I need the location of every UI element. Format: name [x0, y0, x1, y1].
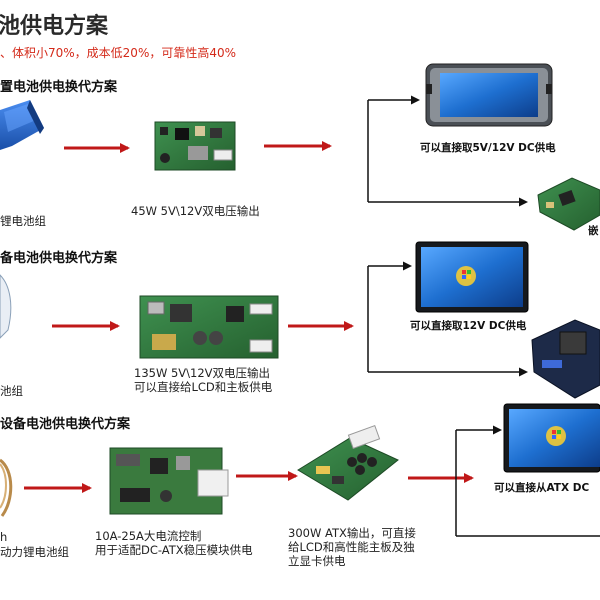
section3-heading: 设备电池供电换代方案 — [0, 417, 131, 432]
page-subtitle: 、体积小70%，成本低20%，可靠性高40% — [0, 46, 237, 60]
s2-board-caption-line1: 135W 5V\12V双电压输出 — [134, 366, 271, 380]
panel-monitor-1 — [415, 241, 529, 313]
s3-board2-caption-line2: 给LCD和高性能主板及独 — [288, 540, 415, 554]
section2-heading: 备电池供电换代方案 — [0, 251, 118, 266]
s3-battery-caption-line1: h — [0, 530, 8, 544]
s1-device-bottom-caption: 嵌 — [588, 225, 599, 237]
pcb-board-atx-300w — [297, 424, 399, 501]
s3-board2-caption-line3: 立显卡供电 — [288, 554, 346, 568]
s1-board-caption: 45W 5V\12V双电压输出 — [131, 204, 260, 218]
pcb-board-current-control — [109, 447, 229, 515]
s2-board-caption-line2: 可以直接给LCD和主板供电 — [134, 380, 273, 394]
branch-connector-1 — [367, 95, 528, 207]
s2-battery-caption: 池组 — [0, 384, 23, 398]
panel-monitor-2 — [503, 403, 600, 473]
battery-pack-2 — [0, 274, 12, 339]
s3-board1-caption-line2: 用于适配DC-ATX稳压模块供电 — [95, 543, 253, 557]
s3-board2-caption-line1: 300W ATX输出，可直接 — [288, 526, 416, 540]
battery-cable-3 — [0, 458, 13, 517]
s1-device-top-caption: 可以直接取5V/12V DC供电 — [420, 142, 556, 154]
industrial-tablet — [425, 63, 553, 127]
page-title: 池供电方案 — [0, 14, 109, 39]
s3-battery-caption-line2: 动力锂电池组 — [0, 545, 69, 559]
branch-connector-2 — [367, 261, 528, 377]
s2-device-top-caption: 可以直接取12V DC供电 — [410, 320, 527, 332]
battery-pack-1 — [0, 100, 44, 150]
pcb-board-45w — [154, 121, 236, 171]
s3-board1-caption-line1: 10A-25A大电流控制 — [95, 529, 202, 543]
s3-device-top-caption: 可以直接从ATX DC — [494, 482, 590, 494]
s1-battery-caption: 锂电池组 — [0, 214, 46, 228]
branch-connector-3 — [455, 425, 600, 537]
section1-heading: 置电池供电换代方案 — [0, 80, 118, 95]
pcb-board-135w — [139, 295, 279, 359]
motherboard-1 — [531, 319, 600, 399]
embedded-board-1 — [537, 177, 600, 231]
